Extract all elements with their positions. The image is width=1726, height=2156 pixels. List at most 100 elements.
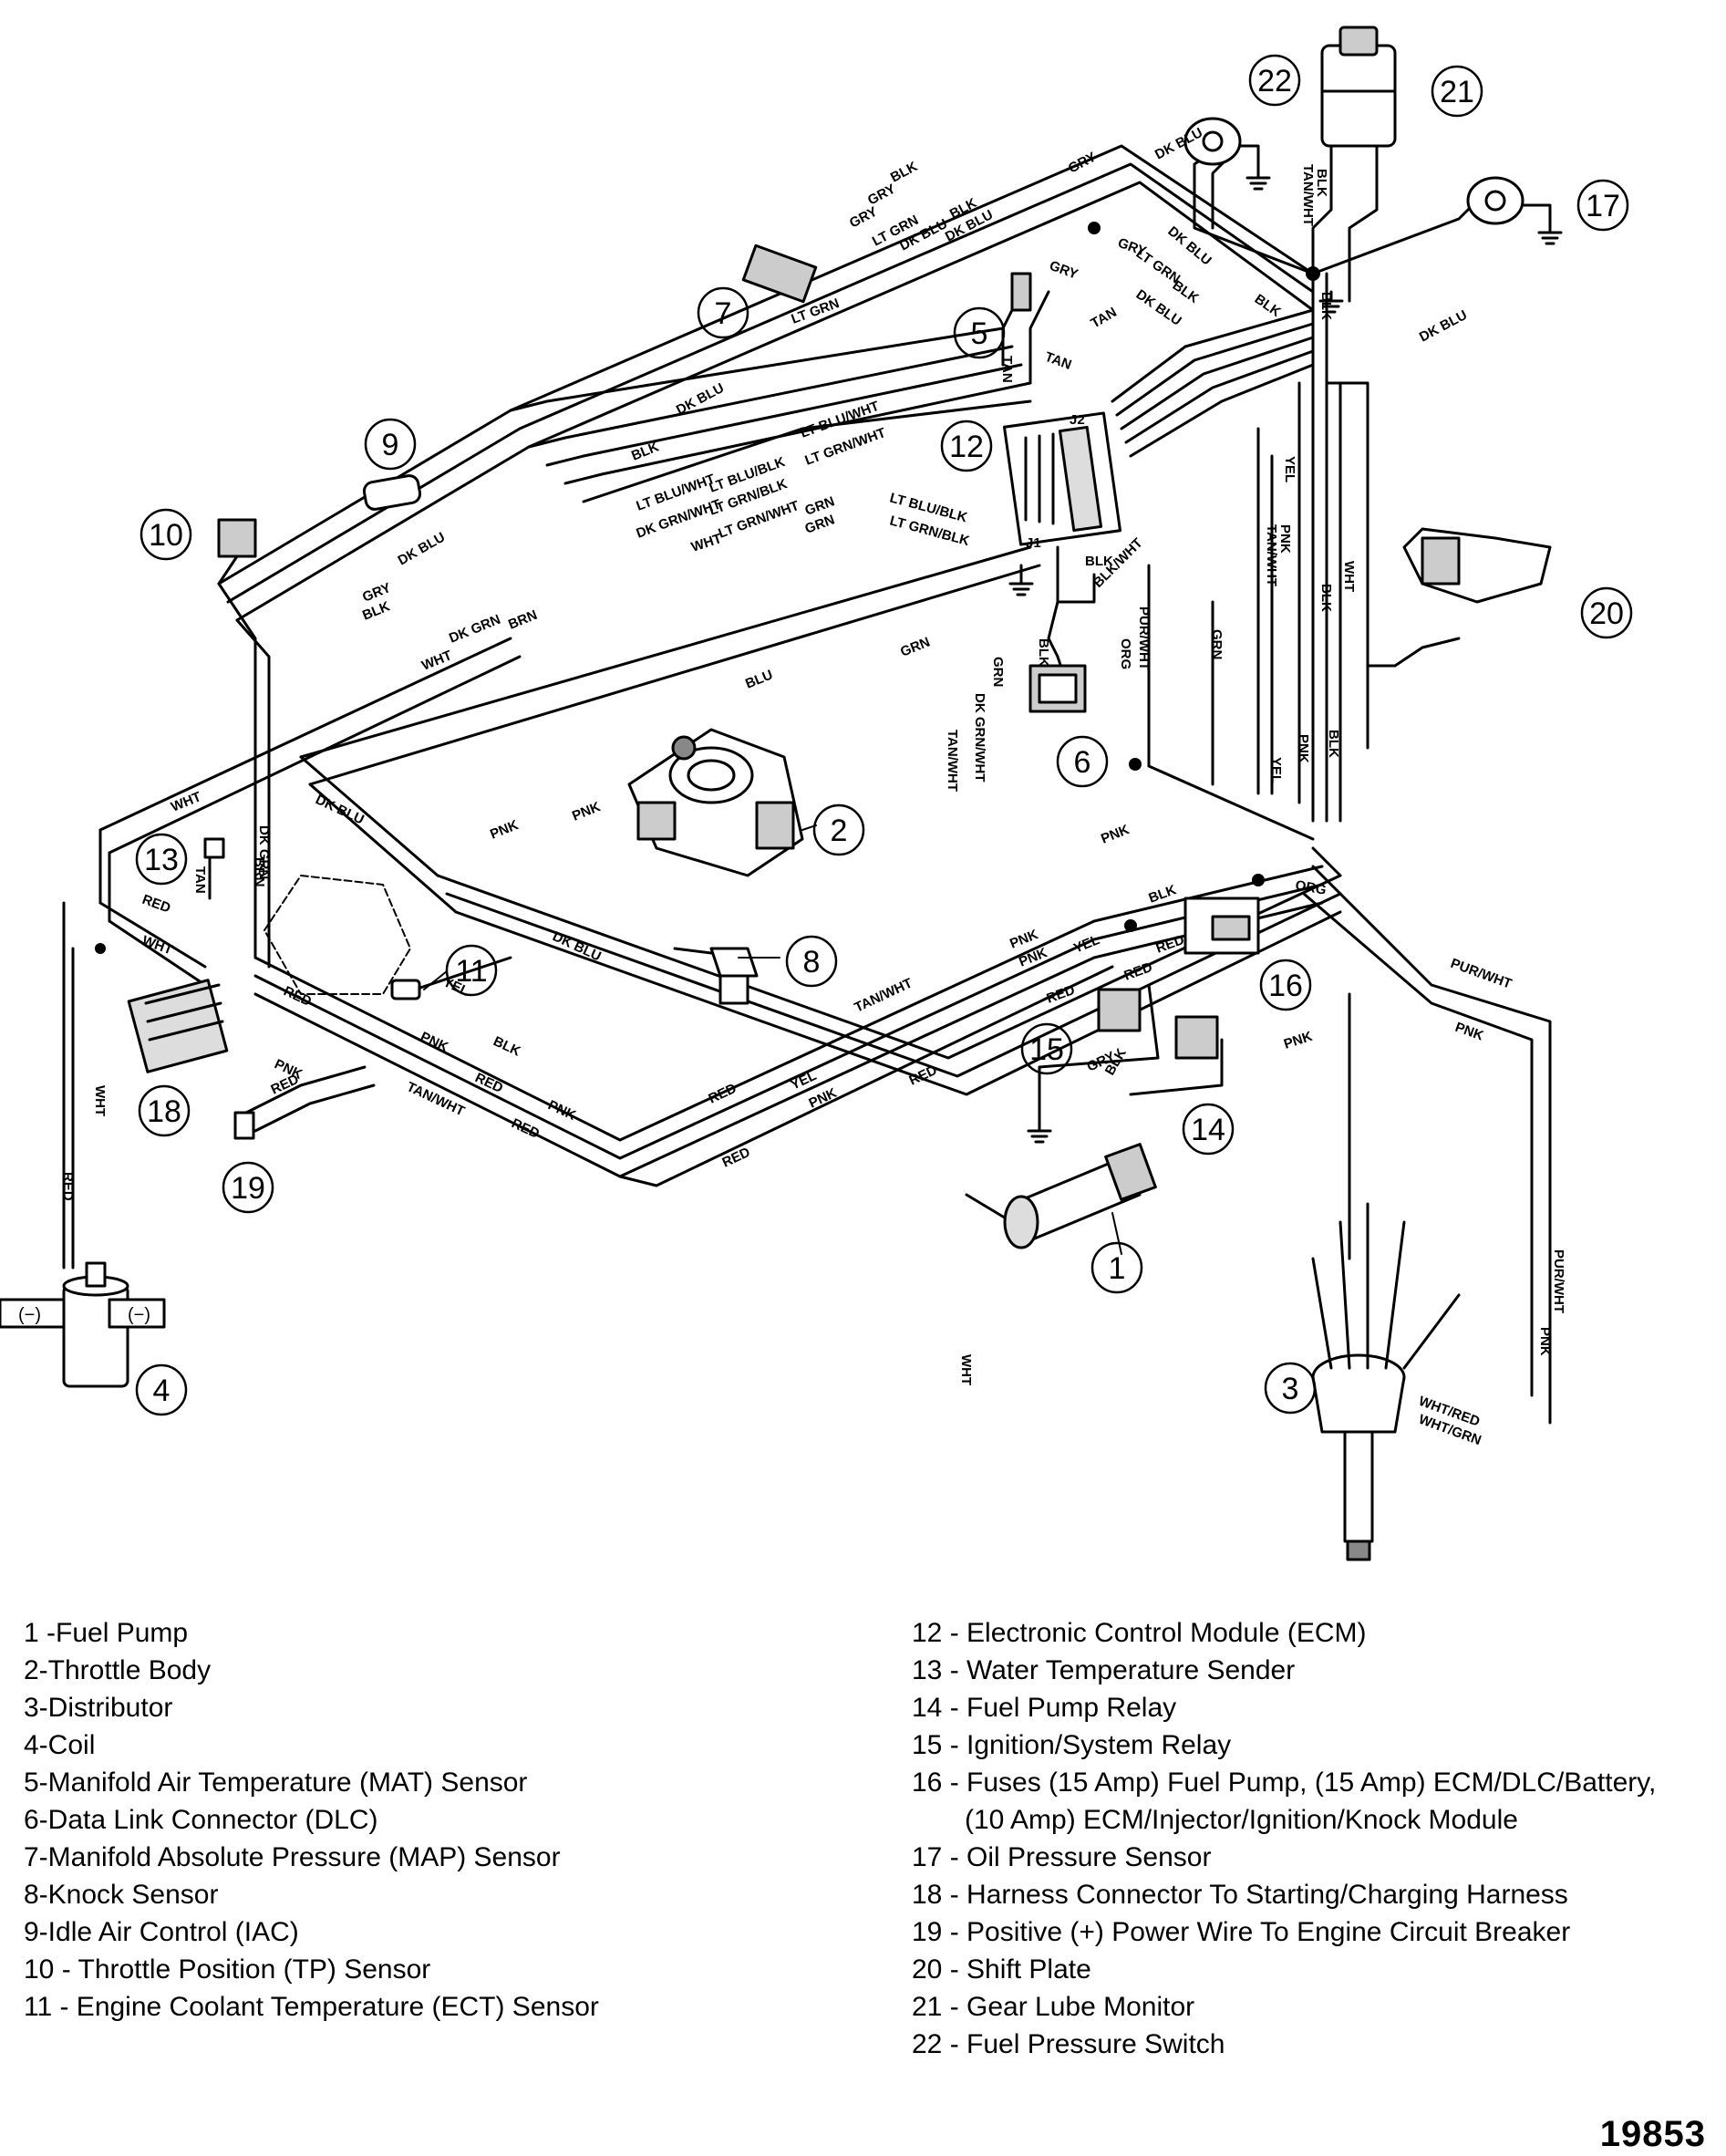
wire-label-red: RED: [720, 1145, 753, 1171]
svg-text:3: 3: [1282, 1372, 1299, 1406]
legend-item-9: 9-Idle Air Control (IAC): [24, 1917, 299, 1947]
wire-label-dk-blu: DK BLU: [313, 792, 367, 827]
wire-label-red: RED: [509, 1115, 542, 1142]
svg-text:5: 5: [971, 316, 988, 351]
wire-label-gry: GRY: [847, 204, 880, 232]
legend-item-21: 21 - Gear Lube Monitor: [912, 1992, 1195, 2022]
callout-5: 5: [953, 306, 1006, 359]
wire-label-pur-wht: PUR/WHT: [1136, 606, 1152, 670]
ignition-relay: [1097, 988, 1142, 1032]
callout-22: 22: [1248, 54, 1301, 107]
svg-text:13: 13: [144, 843, 179, 877]
wire-label-tan: TAN: [999, 356, 1015, 383]
wire-label-yel: YEL: [789, 1068, 820, 1094]
fuse-block: [1183, 897, 1260, 955]
svg-text:18: 18: [147, 1094, 181, 1129]
wire-label-brn: BRN: [506, 607, 540, 633]
fuel-pressure-switch: [1183, 117, 1260, 171]
map-sensor: [741, 244, 818, 304]
wire-label-pnk: PNK: [1296, 734, 1311, 763]
fuel-pump-relay: [1174, 1015, 1219, 1060]
wire-label-blk: BLK: [1252, 291, 1284, 320]
legend-item-2: 2-Throttle Body: [24, 1655, 212, 1685]
wire-label-blk: BLK: [1314, 169, 1329, 197]
callout-8: 8: [785, 935, 838, 988]
callout-2: 2: [812, 803, 865, 856]
wire-label-grn: GRN: [898, 634, 932, 659]
wire-label-gry: GRY: [360, 580, 393, 606]
legend-item-4: 4-Coil: [24, 1730, 96, 1760]
wire-label-dk-blu: DK BLU: [674, 380, 727, 419]
wire-label-dk-blu: DK BLU: [1417, 307, 1470, 346]
wire-label-red: RED: [1122, 959, 1155, 984]
wire-label-pnk: PNK: [1537, 1327, 1553, 1356]
left-harness: [62, 582, 522, 1270]
ground-symbols: [1008, 167, 1563, 1144]
ecm-pigtails: [1019, 308, 1315, 485]
legend-item-16: 16 - Fuses (15 Amp) Fuel Pump, (15 Amp) …: [912, 1764, 1723, 1839]
svg-text:11: 11: [455, 954, 487, 989]
callout-9: 9: [364, 418, 417, 471]
svg-text:14: 14: [1191, 1113, 1225, 1147]
callout-6: 6: [1056, 735, 1109, 788]
wire-label-dk-blu: DK BLU: [550, 928, 604, 964]
wire-label-grn: GRN: [990, 657, 1006, 687]
legend-item-20: 20 - Shift Plate: [912, 1954, 1091, 1985]
wire-label-pur-wht: PUR/WHT: [1551, 1249, 1566, 1313]
wire-label-wht: WHT: [958, 1354, 974, 1385]
oil-pressure-sensor: [1466, 176, 1552, 225]
wire-label-blk: BLK: [1326, 730, 1341, 758]
wire-label-org: ORG: [1294, 877, 1328, 898]
legend-left-column: 1 -Fuel Pump 2-Throttle Body 3-Distribut…: [24, 1614, 844, 2026]
callout-17: 17: [1576, 179, 1629, 232]
callout-1: 1: [1090, 1241, 1143, 1294]
legend-item-8: 8-Knock Sensor: [24, 1880, 219, 1910]
legend-item-16-line1: 16 - Fuses (15 Amp) Fuel Pump, (15 Amp) …: [912, 1767, 1657, 1798]
wire-label-pnk: PNK: [1277, 524, 1293, 554]
callout-12: 12: [940, 420, 993, 472]
coil-terminal-negative-right: (−): [128, 1305, 150, 1325]
wire-label-red: RED: [907, 1062, 940, 1089]
connector-label-j2: J2: [1070, 412, 1085, 428]
wire-label-red: RED: [60, 1172, 76, 1201]
wire-label-wht: WHT: [92, 1085, 108, 1116]
wire-label-dk-grn: DK GRN: [256, 825, 272, 879]
svg-text:4: 4: [153, 1373, 171, 1408]
water-temperature-sender: [203, 837, 225, 859]
svg-text:8: 8: [803, 945, 821, 980]
svg-text:20: 20: [1589, 596, 1624, 631]
svg-text:12: 12: [949, 430, 984, 464]
callout-leaders: [423, 824, 1122, 1255]
wire-label-blk: BLK: [1318, 584, 1334, 612]
coil-terminal-negative-left: (−): [18, 1305, 41, 1325]
wiring-diagram: WHT WHT WHT WHT WHT WHT RED RED RED RED …: [0, 26, 1633, 1561]
legend-right-column: 12 - Electronic Control Module (ECM) 13 …: [912, 1614, 1723, 2063]
legend-item-6: 6-Data Link Connector (DLC): [24, 1805, 378, 1835]
legend-item-11: 11 - Engine Coolant Temperature (ECT) Se…: [24, 1992, 599, 2022]
svg-text:6: 6: [1074, 745, 1091, 780]
legend-item-5: 5-Manifold Air Temperature (MAT) Sensor: [24, 1767, 528, 1798]
svg-text:16: 16: [1268, 969, 1303, 1003]
wire-label-pnk: PNK: [1099, 822, 1132, 847]
legend-item-12: 12 - Electronic Control Module (ECM): [912, 1618, 1367, 1648]
svg-text:19: 19: [231, 1171, 265, 1206]
connector-label-j1: J1: [1026, 535, 1041, 551]
coolant-temperature-sensor: [390, 979, 421, 1000]
idle-air-control: [362, 474, 422, 511]
drawing-number: 19853: [1599, 2114, 1706, 2154]
svg-text:7: 7: [715, 296, 732, 331]
callout-18: 18: [138, 1084, 191, 1137]
legend-item-13: 13 - Water Temperature Sender: [912, 1655, 1296, 1685]
engine-block-outline: [264, 875, 411, 995]
wire-label-yel: YEL: [1268, 757, 1284, 783]
callout-15: 15: [1020, 1022, 1073, 1075]
wire-label-blk: BLK: [1085, 554, 1113, 569]
wire-label-gry: GRY: [1048, 258, 1080, 283]
legend-item-19: 19 - Positive (+) Power Wire To Engine C…: [912, 1917, 1571, 1947]
starting-harness-connector: [127, 979, 229, 1073]
wire-label-blu: BLU: [743, 667, 775, 691]
wire-label-tan-wht: TAN/WHT: [1264, 524, 1279, 586]
ignition-coil: [0, 1261, 166, 1388]
callout-11: 11: [445, 944, 498, 997]
wire-label-wht: WHT: [1341, 561, 1357, 592]
